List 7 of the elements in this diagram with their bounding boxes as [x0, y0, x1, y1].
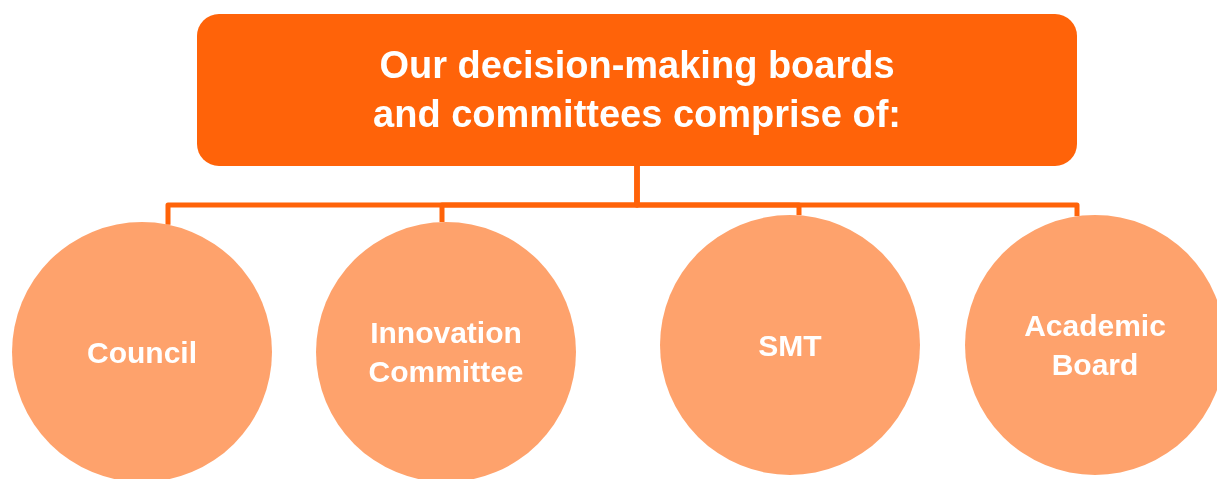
node-label: Innovation Committee: [367, 315, 525, 390]
node-label: Council: [87, 334, 197, 371]
node-label: Academic Board: [1023, 308, 1167, 383]
node-label: SMT: [758, 327, 822, 364]
title-box: [197, 14, 1077, 166]
title-text: Our decision-making boards and committees comprise of:: [372, 42, 902, 137]
connector-line: [634, 166, 1080, 217]
